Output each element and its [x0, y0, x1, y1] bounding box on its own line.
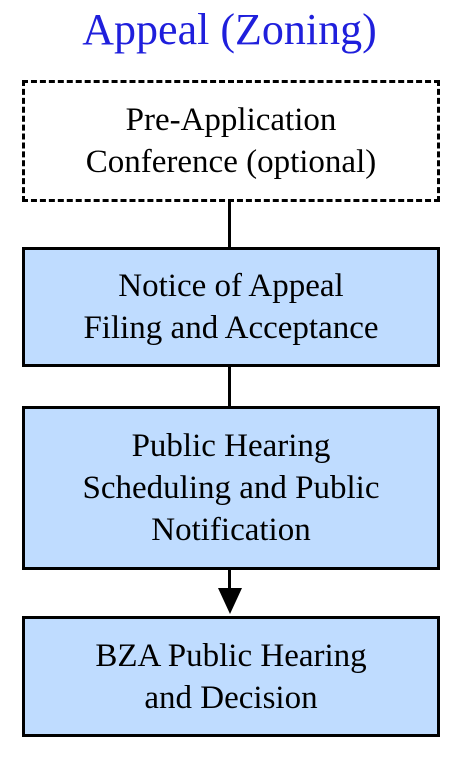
step-bza-public-hearing: BZA Public Hearing and Decision: [22, 616, 440, 737]
connector-line: [228, 367, 231, 406]
step-label-line: Notification: [151, 512, 311, 548]
diagram-title: Appeal (Zoning): [82, 5, 377, 54]
step-label-line: Public Hearing: [131, 428, 331, 464]
step-label-line: Scheduling and Public: [82, 470, 380, 506]
step-notice-of-appeal: Notice of Appeal Filing and Acceptance: [22, 247, 440, 367]
connector-line: [228, 202, 231, 247]
step-pre-application-conference: Pre-Application Conference (optional): [22, 80, 440, 202]
step-public-hearing-scheduling: Public Hearing Scheduling and Public Not…: [22, 406, 440, 570]
step-label-line: BZA Public Hearing: [95, 637, 367, 674]
arrowhead-icon: [218, 588, 242, 614]
step-label-line: Conference (optional): [85, 144, 377, 180]
step-label-line: Notice of Appeal: [118, 268, 344, 304]
connector-arrow-line: [228, 570, 231, 590]
step-label-line: Filing and Acceptance: [83, 310, 379, 346]
step-label-line: and Decision: [144, 679, 318, 716]
step-label-line: Pre-Application: [125, 102, 337, 138]
